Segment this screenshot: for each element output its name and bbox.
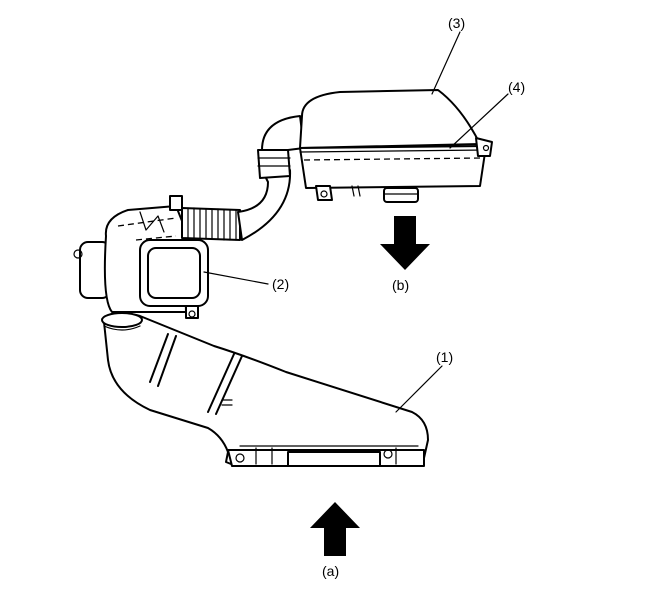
air-cleaner-part-3 (299, 89, 493, 203)
corrugated-hose (181, 115, 305, 241)
leader-lines (203, 31, 509, 413)
label-part-4: (4) (508, 79, 525, 95)
label-part-1: (1) (436, 349, 453, 365)
arrow-up-icon (310, 502, 360, 556)
label-outlet-b: (b) (392, 277, 409, 293)
label-inlet-a: (a) (322, 563, 339, 579)
arrow-down-icon (380, 216, 430, 270)
intake-duct-part-1 (101, 312, 429, 467)
label-part-3: (3) (448, 15, 465, 31)
label-part-2: (2) (272, 276, 289, 292)
